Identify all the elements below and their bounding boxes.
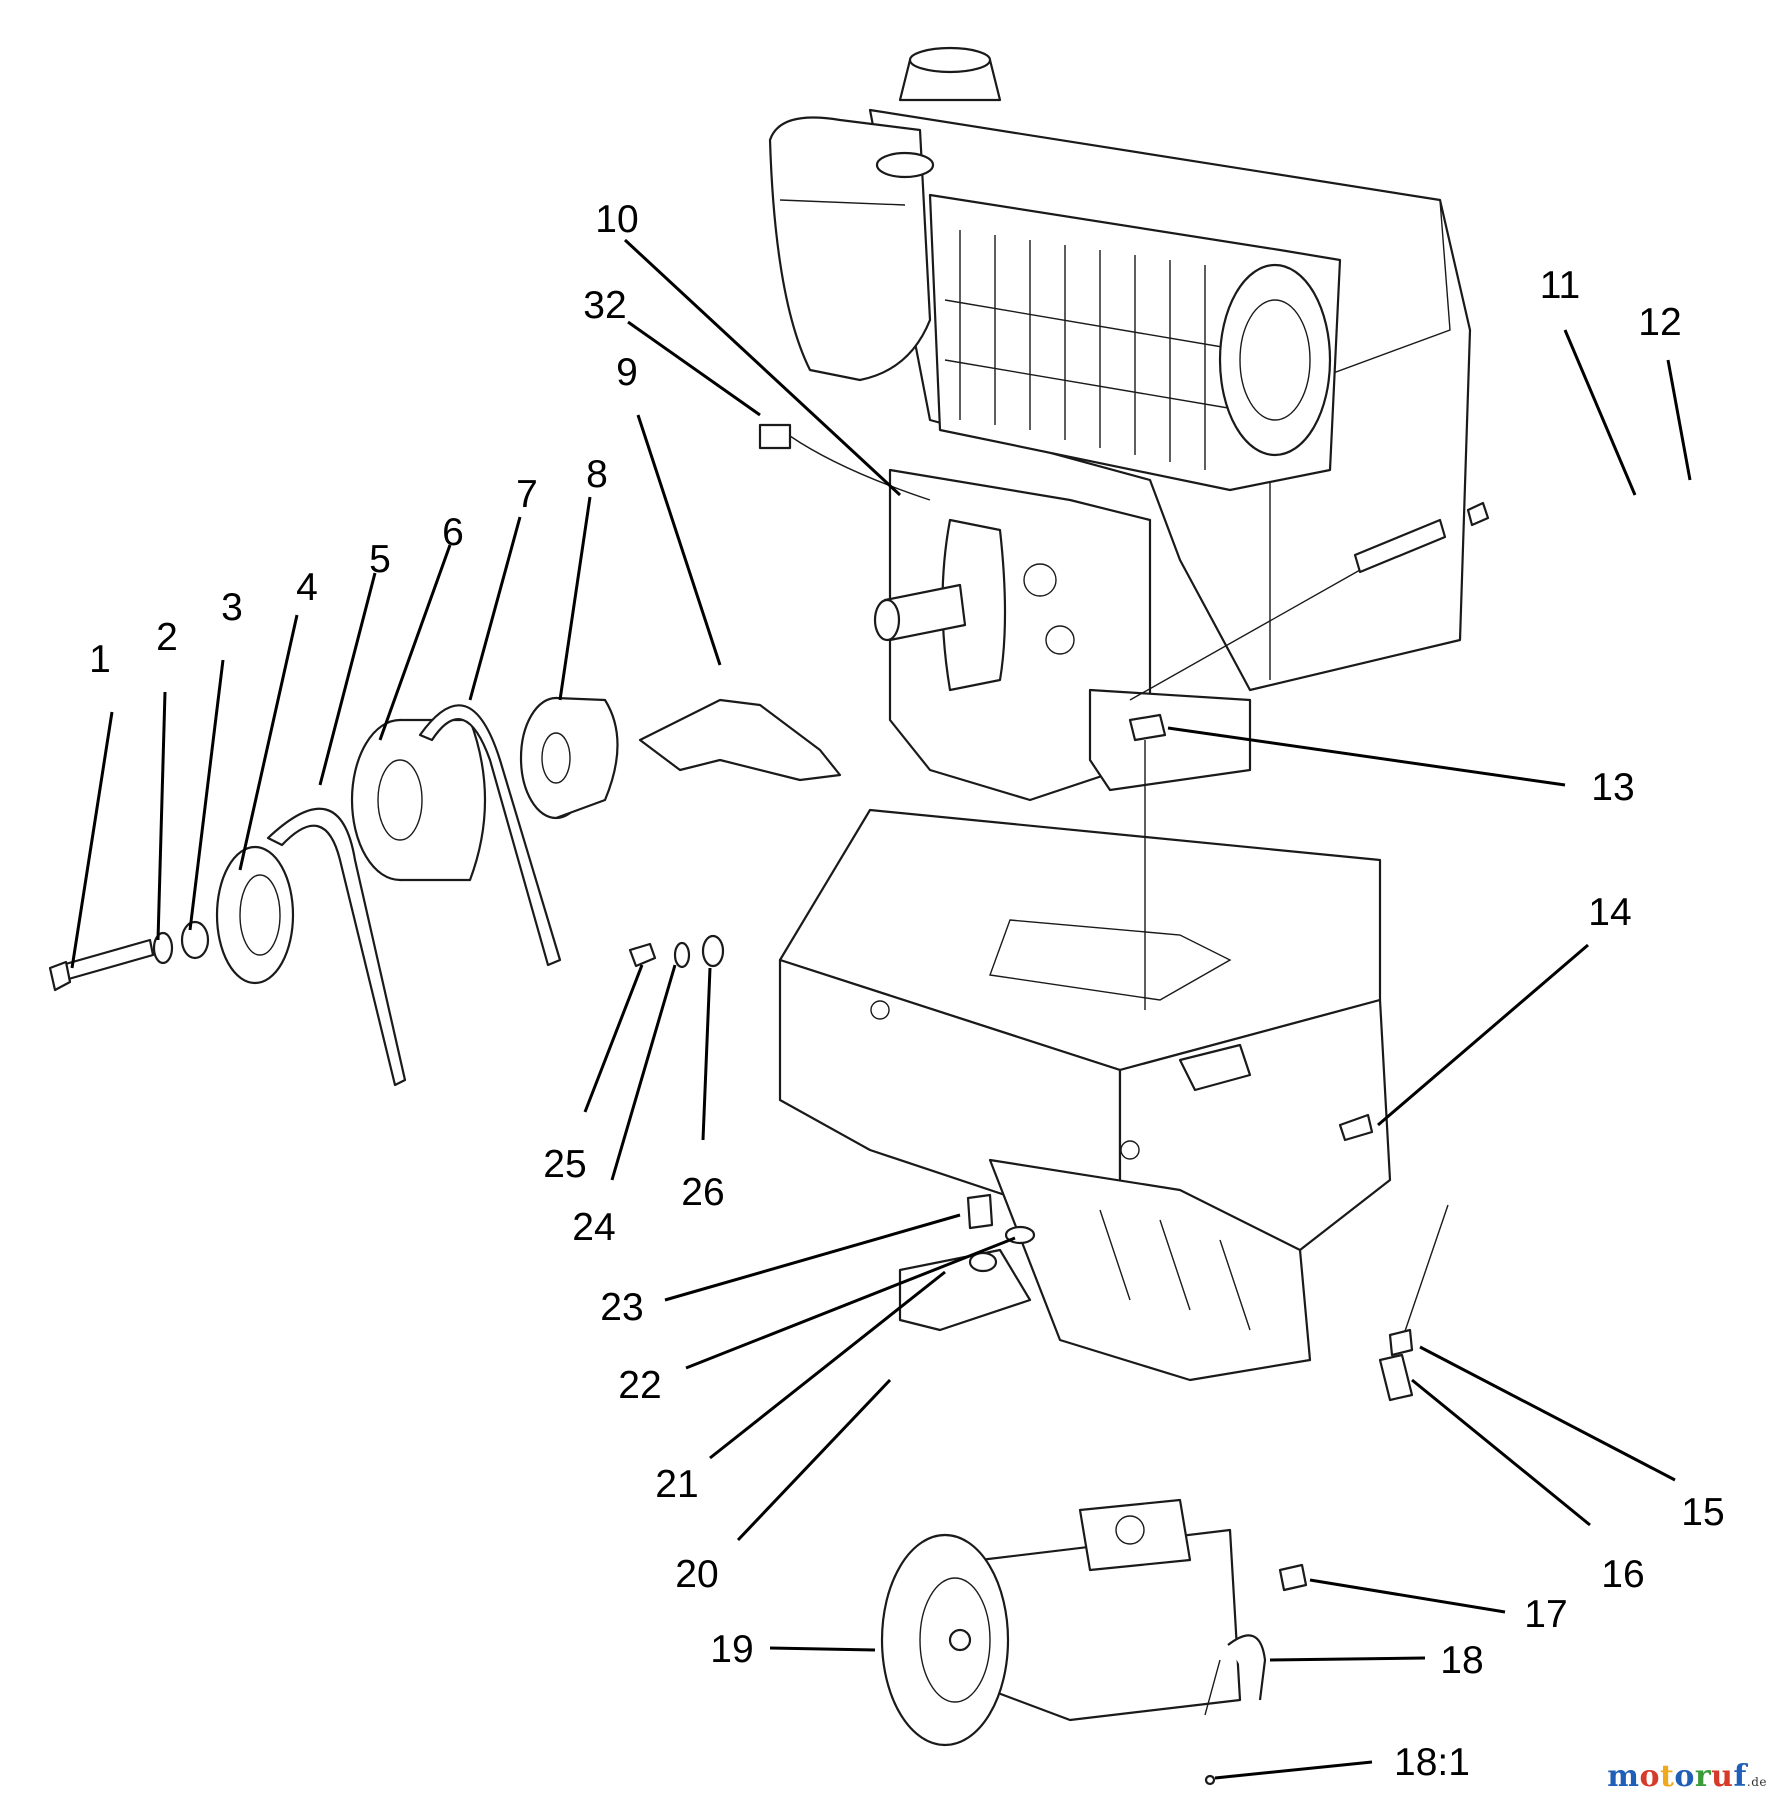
transmission xyxy=(880,1498,1242,1747)
callout-22: 22 xyxy=(618,1364,661,1407)
watermark-letter: f xyxy=(1733,1759,1747,1794)
leader-lines xyxy=(70,238,1692,1780)
frame-housing xyxy=(778,808,1392,1382)
callout-4: 4 xyxy=(296,566,318,609)
callout-12: 12 xyxy=(1638,301,1681,344)
watermark-letter: m xyxy=(1607,1759,1640,1794)
callout-11: 11 xyxy=(1540,264,1581,307)
callout-15: 15 xyxy=(1681,1491,1724,1534)
callout-1: 1 xyxy=(89,638,111,681)
callout-32: 32 xyxy=(583,284,626,327)
watermark-letter: r xyxy=(1694,1759,1712,1794)
watermark-letter: t xyxy=(1659,1759,1675,1794)
callout-18: 18 xyxy=(1440,1639,1483,1682)
callout-23: 23 xyxy=(600,1286,643,1329)
engine xyxy=(768,46,1472,802)
drive-components xyxy=(48,423,1490,1786)
callout-5: 5 xyxy=(369,538,391,581)
callout-19: 19 xyxy=(710,1628,753,1671)
callout-17: 17 xyxy=(1524,1593,1567,1636)
callout-8: 8 xyxy=(586,453,608,496)
callout-24: 24 xyxy=(572,1206,615,1249)
callout-20: 20 xyxy=(675,1553,718,1596)
watermark-domain: .de xyxy=(1746,1775,1767,1789)
callout-3: 3 xyxy=(221,586,243,629)
callout-labels: 1 2 3 4 5 6 7 8 9 10 32 11 12 13 14 15 1… xyxy=(89,198,1725,1784)
watermark-logo: motoruf.de xyxy=(1607,1759,1767,1794)
callout-7: 7 xyxy=(516,473,538,516)
watermark-letter: o xyxy=(1674,1759,1695,1794)
callout-10: 10 xyxy=(595,198,638,241)
callout-21: 21 xyxy=(655,1463,698,1506)
callout-14: 14 xyxy=(1588,891,1631,934)
callout-9: 9 xyxy=(616,351,638,394)
callout-2: 2 xyxy=(156,616,178,659)
callout-18-1: 18:1 xyxy=(1394,1741,1470,1784)
callout-16: 16 xyxy=(1601,1553,1644,1596)
watermark-letter: u xyxy=(1711,1759,1734,1794)
watermark-letter: o xyxy=(1639,1759,1660,1794)
callout-25: 25 xyxy=(543,1143,586,1186)
callout-26: 26 xyxy=(681,1171,724,1214)
callout-6: 6 xyxy=(442,511,464,554)
callout-13: 13 xyxy=(1591,766,1634,809)
